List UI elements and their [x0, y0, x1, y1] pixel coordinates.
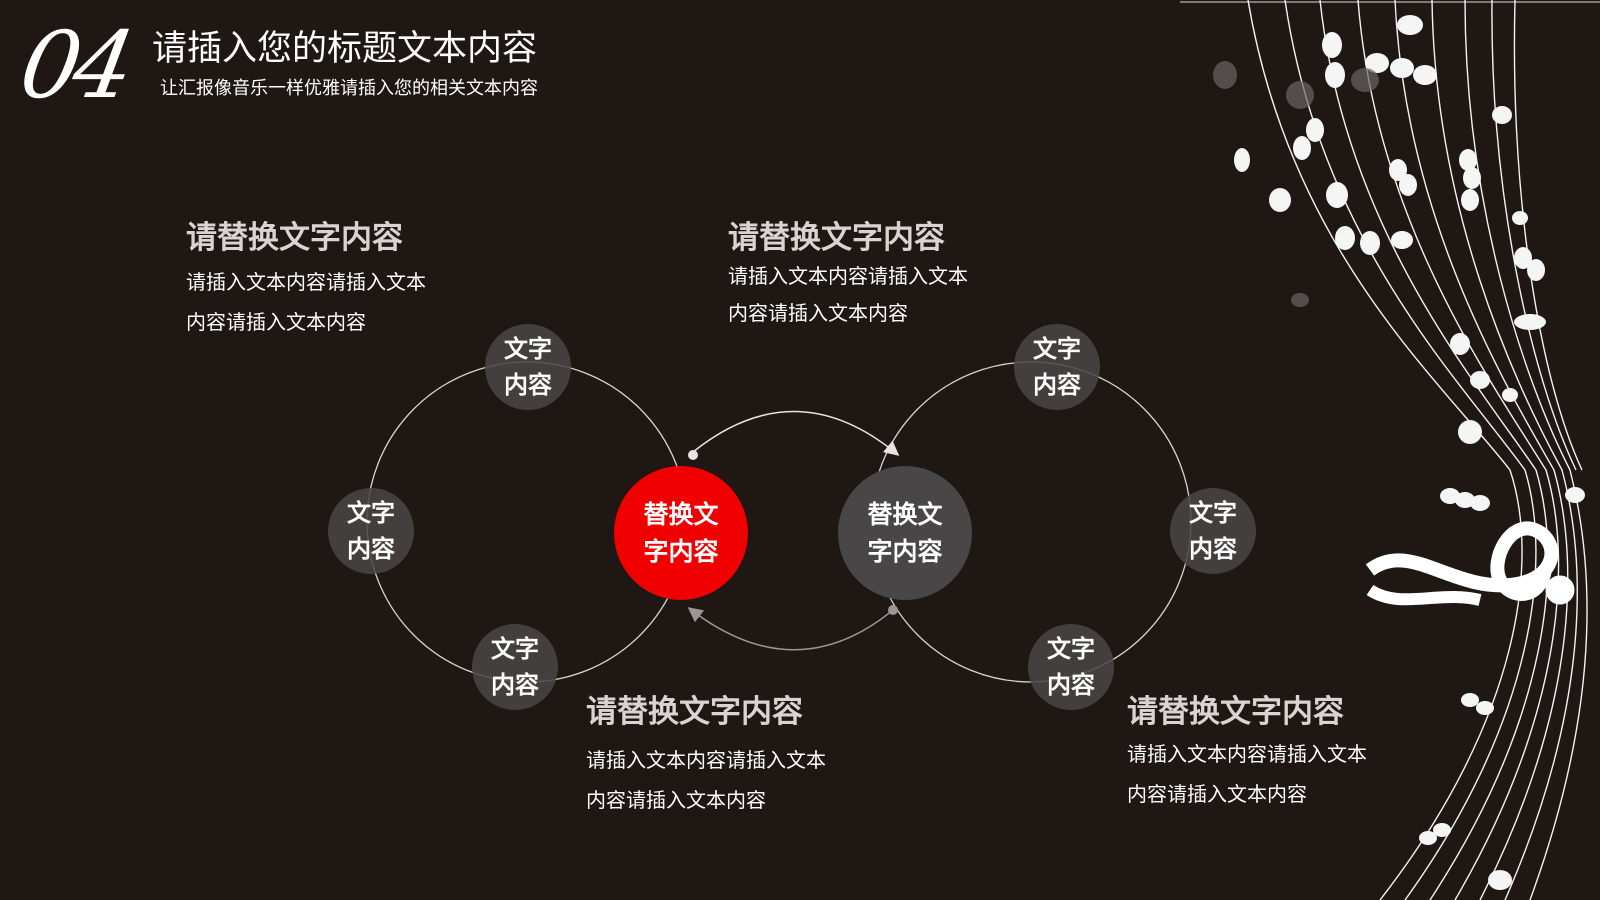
center-node-primary: 替换文 字内容	[614, 466, 748, 600]
block-line: 内容请插入文本内容	[586, 788, 766, 812]
right-cycle-node-bottom: 文字 内容	[1028, 624, 1114, 710]
text-block-bottom-right: 请替换文字内容 请插入文本内容请插入文本 内容请插入文本内容	[1127, 692, 1367, 814]
arrow-top	[692, 410, 900, 456]
left-cycle-node-bottom: 文字 内容	[472, 624, 558, 710]
music-notes-decoration-icon	[1180, 0, 1600, 900]
right-cycle-node-top: 文字 内容	[1014, 324, 1100, 410]
text-block-top-center: 请替换文字内容 请插入文本内容请插入文本 内容请插入文本内容	[728, 218, 968, 332]
node-label: 文字	[504, 335, 552, 363]
block-line: 请插入文本内容请插入文本	[728, 264, 968, 288]
node-label: 文字	[1047, 635, 1095, 663]
block-line: 请插入文本内容请插入文本	[586, 748, 826, 772]
left-cycle-node-top: 文字 内容	[485, 324, 571, 410]
block-line: 内容请插入文本内容	[186, 310, 366, 334]
node-label: 文字	[1033, 335, 1081, 363]
node-label: 内容	[347, 535, 395, 563]
node-label: 内容	[1047, 671, 1095, 699]
block-line: 内容请插入文本内容	[1127, 782, 1307, 806]
block-heading: 请替换文字内容	[1127, 694, 1344, 730]
block-heading: 请替换文字内容	[586, 694, 803, 730]
block-heading: 请替换文字内容	[728, 220, 945, 256]
left-cycle-node-left: 文字 内容	[328, 488, 414, 574]
text-block-bottom-center: 请替换文字内容 请插入文本内容请插入文本 内容请插入文本内容	[586, 692, 826, 820]
node-label: 文字	[1189, 499, 1237, 527]
center-node-secondary: 替换文 字内容	[838, 466, 972, 600]
node-label: 字内容	[867, 537, 943, 566]
page-subtitle: 让汇报像音乐一样优雅请插入您的相关文本内容	[160, 78, 538, 99]
page-title: 请插入您的标题文本内容	[152, 29, 538, 69]
block-line: 请插入文本内容请插入文本	[1127, 742, 1367, 766]
node-label: 文字	[347, 499, 395, 527]
block-line: 请插入文本内容请插入文本	[186, 270, 426, 294]
block-line: 内容请插入文本内容	[728, 301, 908, 325]
node-label: 文字	[491, 635, 539, 663]
arrow-bottom	[687, 607, 894, 651]
node-label: 内容	[504, 371, 552, 399]
right-cycle-node-right: 文字 内容	[1170, 488, 1256, 574]
node-label: 内容	[1033, 371, 1081, 399]
node-label: 字内容	[643, 537, 719, 566]
node-label: 内容	[491, 671, 539, 699]
node-label: 替换文	[643, 500, 719, 529]
node-label: 替换文	[867, 500, 943, 529]
block-heading: 请替换文字内容	[186, 220, 403, 256]
text-block-top-left: 请替换文字内容 请插入文本内容请插入文本 内容请插入文本内容	[186, 218, 426, 342]
node-label: 内容	[1189, 535, 1237, 563]
